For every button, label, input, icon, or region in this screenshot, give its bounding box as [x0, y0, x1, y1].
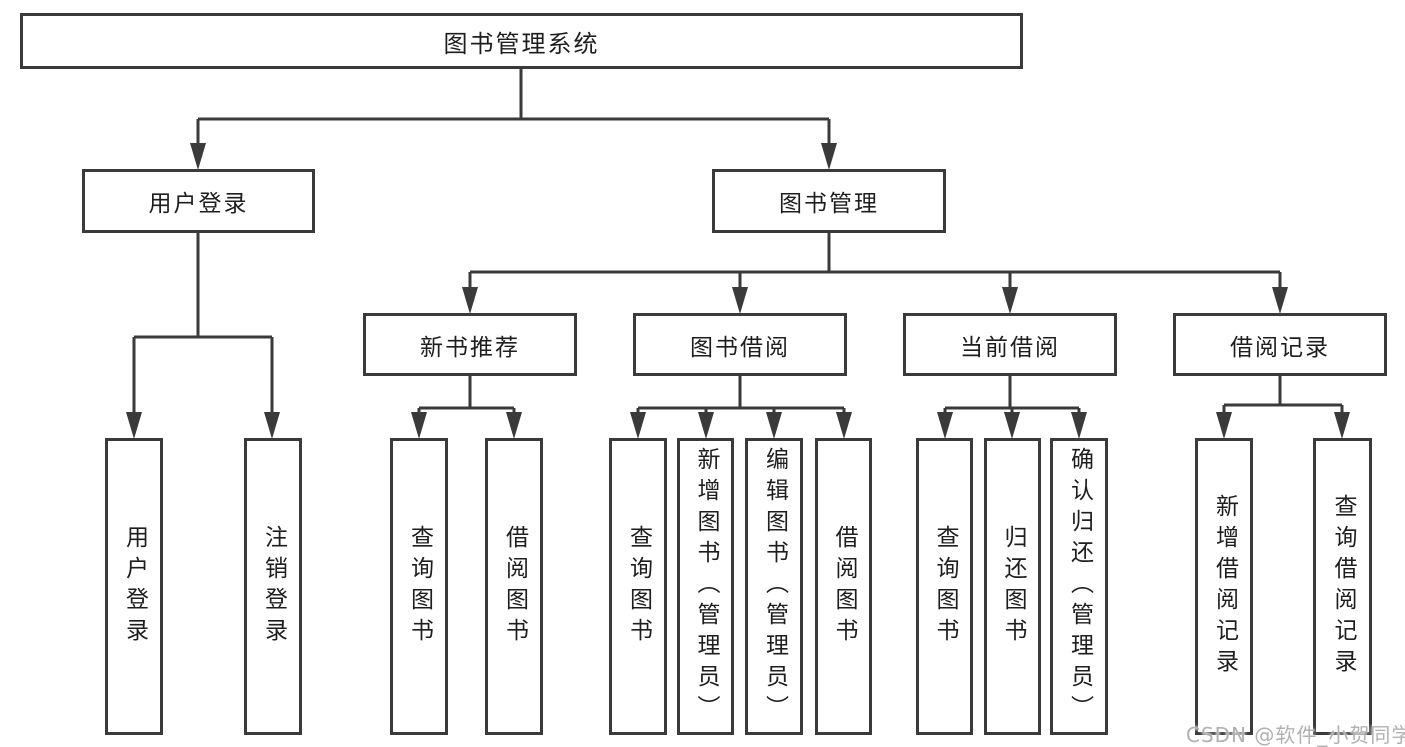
- leaf-add-book: 新增图书（管理员）: [677, 438, 734, 735]
- leaf-user-login: 用户登录: [105, 438, 163, 735]
- arrowhead: [698, 412, 714, 439]
- node-borrow-records-label: 借阅记录: [1230, 334, 1330, 361]
- arrowhead: [126, 412, 142, 439]
- arrowhead: [1272, 287, 1288, 314]
- arrowhead: [1216, 412, 1232, 439]
- arrowhead: [937, 412, 953, 439]
- leaf-borrow-books-borrow-label: 借阅图书: [831, 524, 857, 649]
- node-current-borrow: 当前借阅: [903, 313, 1117, 376]
- arrowhead: [766, 412, 782, 439]
- leaf-logout-label: 注销登录: [260, 524, 287, 649]
- leaf-borrow-books-borrow: 借阅图书: [815, 438, 872, 735]
- leaf-borrow-books-new-label: 借阅图书: [501, 524, 528, 649]
- node-book-mgmt-label: 图书管理: [779, 191, 879, 217]
- arrowhead: [1334, 412, 1350, 439]
- leaf-edit-book: 编辑图书（管理员）: [745, 438, 803, 735]
- leaf-query-books-current: 查询图书: [916, 438, 973, 735]
- arrowhead: [462, 287, 478, 314]
- node-book-mgmt: 图书管理: [712, 169, 946, 233]
- node-new-books-label: 新书推荐: [420, 334, 520, 361]
- leaf-return-book: 归还图书: [984, 438, 1041, 735]
- leaf-add-book-label: 新增图书（管理员）: [693, 447, 719, 726]
- arrowhead: [630, 412, 646, 439]
- connector-current-borrow-children: [937, 376, 1087, 439]
- node-borrow-records: 借阅记录: [1173, 313, 1387, 376]
- arrowhead: [732, 287, 748, 314]
- arrowhead: [1004, 412, 1020, 439]
- leaf-user-login-label: 用户登录: [121, 524, 148, 649]
- arrowhead: [836, 412, 852, 439]
- csdn-watermark: CSDN @软件_小贺同学: [1186, 723, 1405, 747]
- node-root: 图书管理系统: [20, 13, 1023, 69]
- node-root-label: 图书管理系统: [443, 29, 600, 58]
- leaf-confirm-return: 确认归还（管理员）: [1050, 438, 1108, 735]
- arrowhead: [821, 143, 837, 170]
- node-user-login-label: 用户登录: [148, 191, 249, 217]
- leaf-return-book-label: 归还图书: [1000, 524, 1026, 649]
- leaf-confirm-return-label: 确认归还（管理员）: [1066, 447, 1093, 726]
- leaf-query-books-new: 查询图书: [390, 438, 448, 735]
- node-book-borrow-label: 图书借阅: [690, 334, 790, 361]
- connector-new-books-children: [411, 376, 522, 439]
- leaf-add-record-label: 新增借阅记录: [1211, 493, 1238, 680]
- leaf-borrow-books-new: 借阅图书: [485, 438, 543, 735]
- node-current-borrow-label: 当前借阅: [960, 334, 1060, 361]
- leaf-query-books-new-label: 查询图书: [406, 524, 433, 649]
- arrowhead: [1071, 412, 1087, 439]
- leaf-query-books-current-label: 查询图书: [932, 524, 958, 649]
- connector-borrow-records-children: [1216, 376, 1350, 439]
- leaf-edit-book-label: 编辑图书（管理员）: [761, 447, 788, 726]
- arrowhead: [506, 412, 522, 439]
- leaf-query-record-label: 查询借阅记录: [1330, 493, 1356, 680]
- arrowhead: [264, 412, 280, 439]
- connector-user-login-children: [126, 233, 280, 439]
- leaf-query-books-borrow: 查询图书: [609, 438, 667, 735]
- leaf-query-books-borrow-label: 查询图书: [625, 524, 652, 649]
- arrowhead: [190, 143, 206, 170]
- arrowhead: [411, 412, 427, 439]
- node-book-borrow: 图书借阅: [633, 313, 847, 376]
- arrowhead: [1002, 287, 1018, 314]
- node-user-login: 用户登录: [82, 169, 315, 233]
- node-new-books: 新书推荐: [363, 313, 577, 376]
- connector-root-to-level2: [190, 69, 837, 170]
- connector-book-borrow-children: [630, 376, 852, 439]
- connector-book-mgmt-children: [462, 233, 1288, 314]
- leaf-add-record: 新增借阅记录: [1195, 438, 1253, 735]
- leaf-logout: 注销登录: [244, 438, 302, 735]
- leaf-query-record: 查询借阅记录: [1313, 438, 1372, 735]
